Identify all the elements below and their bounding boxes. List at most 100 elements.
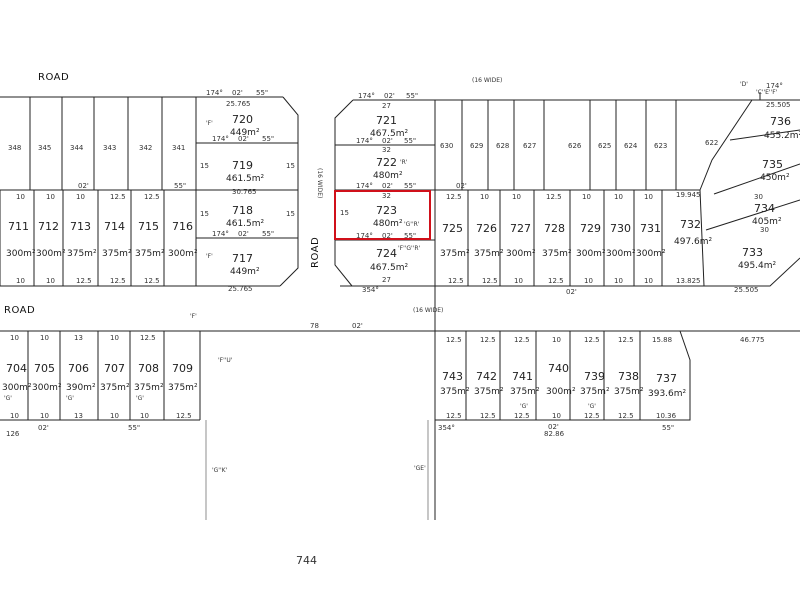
bearing-label: 174° (212, 135, 229, 143)
lot-number: 731 (640, 222, 661, 235)
bearing-label: 02' (352, 322, 363, 330)
lot-area: 375m² (474, 249, 504, 259)
dimension-label: 13 (74, 334, 83, 342)
dimension-label: 25.765 (228, 285, 253, 293)
dimension-label: 12.5 (480, 336, 496, 344)
easement-note: 'G' (136, 395, 144, 402)
dimension-label: 25.505 (766, 101, 791, 109)
lot-number: 738 (618, 370, 639, 383)
dimension-label: 10 (16, 277, 25, 285)
bearing-label: 02' (456, 182, 467, 190)
bearing-label: 174° (356, 182, 373, 190)
lot-number: 714 (104, 220, 125, 233)
dimension-label: 10 (644, 193, 653, 201)
lot-area: 461.5m² (226, 219, 265, 229)
easement-note: 'G''K' (212, 467, 228, 474)
easement-note: 'F' (206, 120, 213, 127)
lot-number: 736 (770, 115, 791, 128)
dimension-label: 12.5 (482, 277, 498, 285)
lot-number: 727 (510, 222, 531, 235)
lot-number: 732 (680, 218, 701, 231)
lot-label: 627 (523, 142, 536, 150)
dimension-label: 27 (382, 102, 391, 110)
bearing-label: 55" (404, 232, 416, 240)
easement-note: 'F''G''R' (398, 245, 421, 252)
top-row-lots: 348 345 344 343 342 341 630 629 628 627 … (8, 97, 718, 190)
bearing-label: 02' (232, 89, 243, 97)
bearing-label: 02' (382, 137, 393, 145)
bearing-label: 02' (382, 182, 393, 190)
dimension-label: 10 (76, 193, 85, 201)
bottom-right-row-lots: 743 375m² 742 375m² 741 375m² 740 300m² … (414, 330, 765, 520)
dimension-label: 12.5 (76, 277, 92, 285)
dimension-label: 12.5 (176, 412, 192, 420)
dimension-label: 10 (40, 334, 49, 342)
lot-number: 708 (138, 362, 159, 375)
dimension-label: 10 (110, 412, 119, 420)
bearing-label: 174° (356, 232, 373, 240)
dimension-label: 30.765 (232, 188, 257, 196)
lot-label: 625 (598, 142, 611, 150)
dimension-label: 32 (382, 192, 391, 200)
easement-note: 'D' (740, 81, 748, 88)
easement-note: 'C''E''F' (756, 89, 778, 96)
lot-number: 730 (610, 222, 631, 235)
lot-area: 455.2m² (764, 131, 800, 141)
dimension-label: 10 (10, 412, 19, 420)
dimension-label: 12.5 (110, 277, 126, 285)
lot-number: 713 (70, 220, 91, 233)
bearing-label: 02' (78, 182, 89, 190)
lot-number: 720 (232, 113, 253, 126)
lot-boundary (713, 163, 800, 195)
easement-note: 'GE' (414, 465, 426, 472)
lot-area: 467.5m² (370, 129, 409, 139)
bearing-label: 55" (404, 182, 416, 190)
lot-number: 735 (762, 158, 783, 171)
dimension-label: 32 (382, 146, 391, 154)
bearing-label: 55" (404, 137, 416, 145)
dimension-label: 10 (514, 277, 523, 285)
easement-note: 'G''R' (404, 221, 420, 228)
block-mid-stack: 721 467.5m² 722 480m² 723 480m² 724 467.… (334, 92, 436, 520)
easement-note: 'F' (206, 253, 213, 260)
lot-area: 497.6m² (674, 237, 713, 247)
dimension-label: 10 (46, 277, 55, 285)
lot-area: 467.5m² (370, 263, 409, 273)
lot-label: 630 (440, 142, 453, 150)
lot-number: 722 (376, 156, 397, 169)
bottom-left-row-lots: 704 300m² 705 300m² 706 390m² 707 375m² … (0, 313, 363, 520)
dimension-label: 10 (614, 193, 623, 201)
lot-number: 709 (172, 362, 193, 375)
parcel-label-744: 744 (296, 554, 317, 567)
dimension-label: 126 (6, 430, 20, 438)
lot-number: 712 (38, 220, 59, 233)
dimension-label: 10 (110, 334, 119, 342)
dimension-label: 15 (200, 162, 209, 170)
lot-area: 300m² (606, 249, 636, 259)
road-label-mid-left: ROAD (4, 305, 35, 316)
lot-number: 734 (754, 202, 775, 215)
dimension-label: 12.5 (618, 336, 634, 344)
bearing-label: 02' (238, 230, 249, 238)
lot-area: 300m² (2, 383, 32, 393)
lot-area: 461.5m² (226, 174, 265, 184)
highlight-lot-723[interactable] (334, 190, 431, 240)
lot-boundary (704, 257, 800, 287)
lot-area: 300m² (636, 249, 666, 259)
dimension-label: 12.5 (546, 193, 562, 201)
lot-area: 375m² (440, 249, 470, 259)
lot-area: 375m² (100, 383, 130, 393)
lot-area: 300m² (32, 383, 62, 393)
lot-label: 343 (103, 144, 116, 152)
lot-boundary (679, 330, 691, 421)
bearing-label: 02' (382, 232, 393, 240)
lot-number: 715 (138, 220, 159, 233)
bearing-label: 02' (548, 423, 559, 431)
dimension-label: 10 (512, 193, 521, 201)
lot-area: 375m² (135, 249, 165, 259)
dimension-label: 15.88 (652, 336, 672, 344)
dimension-label: 25.505 (734, 286, 759, 294)
lot-number: 718 (232, 204, 253, 217)
dimension-label: 10 (480, 193, 489, 201)
left-row-lots: 711 300m² 712 300m² 713 375m² 714 375m² … (0, 182, 198, 286)
